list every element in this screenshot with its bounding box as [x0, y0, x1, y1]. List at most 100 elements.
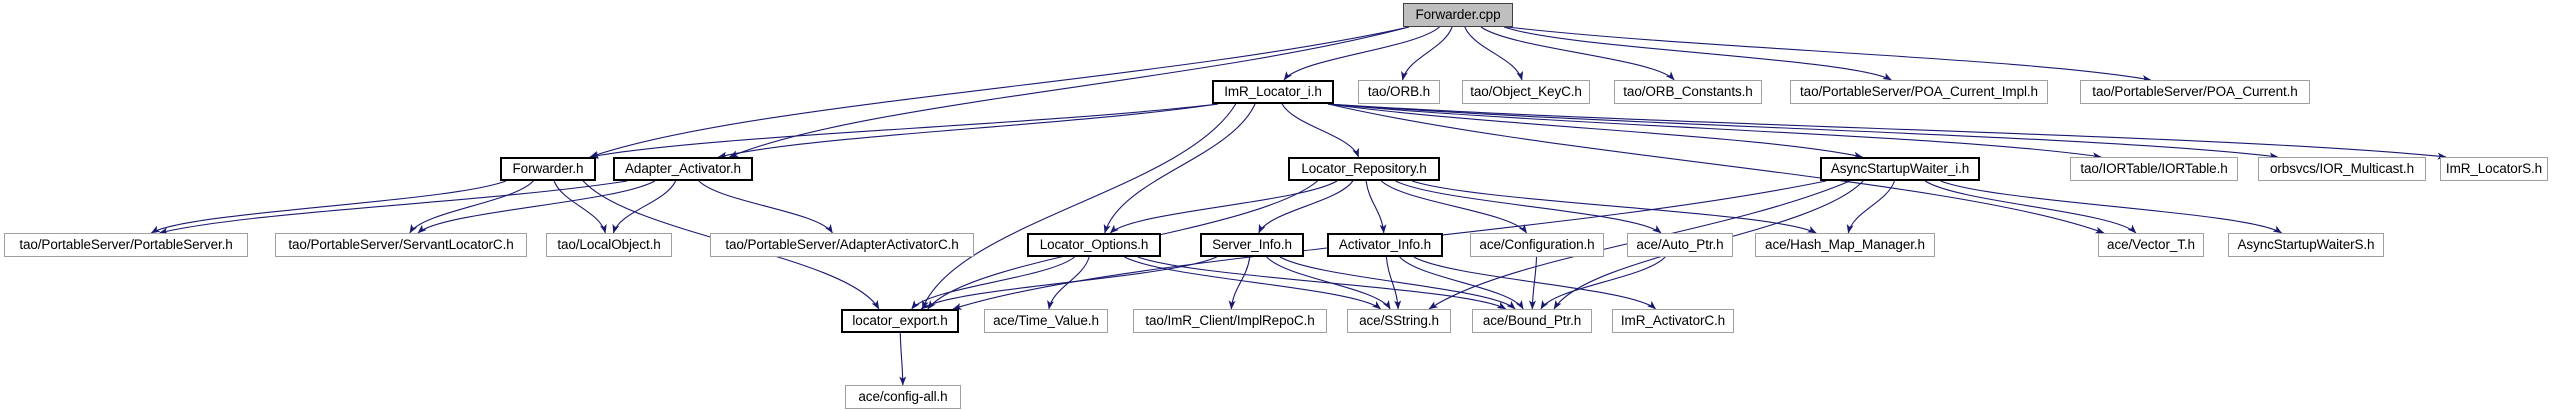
graph-node-ace_sstring_h[interactable]: ace/SString.h — [1347, 309, 1451, 333]
graph-edge-locator_repository_h-to-server_info_h — [1258, 180, 1354, 234]
graph-edge-locator_repository_h-to-activator_info_h — [1365, 180, 1387, 234]
graph-edge-server_info_h-to-ace_sstring_h — [1266, 256, 1391, 310]
graph-node-imr_locators_h[interactable]: ImR_LocatorS.h — [2440, 157, 2548, 181]
graph-node-tao_orb_h[interactable]: tao/ORB.h — [1358, 80, 1440, 104]
graph-node-label: Forwarder.h — [512, 161, 584, 177]
graph-node-ace_configuration_h[interactable]: ace/Configuration.h — [1470, 233, 1604, 257]
graph-edge-server_info_h-to-implrepoc_h — [1228, 256, 1251, 310]
graph-node-label: tao/PortableServer/POA_Current_Impl.h — [1800, 84, 2038, 100]
graph-edge-locator_options_h-to-ace_sstring_h — [1124, 256, 1382, 310]
graph-node-label: Server_Info.h — [1212, 237, 1292, 253]
graph-node-tao_orb_constants_h[interactable]: tao/ORB_Constants.h — [1614, 80, 1762, 104]
graph-edge-adapter_activator_h-to-ps_portableserver_h — [158, 180, 628, 235]
graph-node-poa_current_impl_h[interactable]: tao/PortableServer/POA_Current_Impl.h — [1790, 80, 2048, 104]
graph-node-label: AsyncStartupWaiterS.h — [2237, 237, 2375, 253]
graph-node-label: Locator_Options.h — [1039, 237, 1149, 253]
graph-node-label: tao/PortableServer/AdapterActivatorC.h — [725, 237, 959, 253]
graph-node-label: ace/Bound_Ptr.h — [1482, 313, 1582, 329]
graph-edge-locator_options_h-to-ace_time_value_h — [1047, 256, 1090, 310]
graph-node-label: AsyncStartupWaiter_i.h — [1830, 161, 1970, 177]
graph-edge-ace_configuration_h-to-ace_bound_ptr_h — [1528, 256, 1538, 310]
graph-edge-adapter_activator_h-to-ps_adapteractivatorc_h — [698, 180, 833, 234]
graph-node-tao_localobject_h[interactable]: tao/LocalObject.h — [546, 233, 672, 257]
graph-node-locator_export_h[interactable]: locator_export.h — [841, 309, 959, 333]
graph-edge-adapter_activator_h-to-ps_servantlocatorc_h — [417, 180, 656, 234]
graph-node-label: ace/Configuration.h — [1479, 237, 1595, 253]
graph-edge-forwarder_cpp-to-tao_orb_constants_h — [1480, 26, 1675, 81]
graph-node-label: tao/ORB.h — [1367, 84, 1431, 100]
graph-node-label: Forwarder.cpp — [1415, 7, 1501, 23]
graph-edge-forwarder_h-to-ps_portableserver_h — [150, 180, 507, 234]
graph-node-label: tao/LocalObject.h — [557, 237, 661, 253]
graph-node-label: ace/Vector_T.h — [2107, 237, 2195, 253]
graph-edge-forwarder_cpp-to-poa_current_impl_h — [1503, 26, 1892, 81]
graph-node-label: ace/Hash_Map_Manager.h — [1765, 237, 1925, 253]
graph-node-ace_time_value_h[interactable]: ace/Time_Value.h — [984, 309, 1108, 333]
graph-edge-imr_locator_i_h-to-imr_locators_h — [1327, 103, 2447, 160]
graph-node-label: Locator_Repository.h — [1301, 161, 1427, 177]
graph-node-activator_info_h[interactable]: Activator_Info.h — [1327, 233, 1443, 257]
graph-edge-forwarder_cpp-to-tao_orb_h — [1401, 26, 1453, 81]
graph-node-forwarder_h[interactable]: Forwarder.h — [500, 157, 596, 181]
graph-node-locator_repository_h[interactable]: Locator_Repository.h — [1288, 157, 1440, 181]
graph-node-implrepoc_h[interactable]: tao/ImR_Client/ImplRepoC.h — [1133, 309, 1327, 333]
graph-node-server_info_h[interactable]: Server_Info.h — [1200, 233, 1304, 257]
graph-edge-forwarder_h-to-ps_servantlocatorc_h — [409, 180, 534, 234]
graph-edge-ace_auto_ptr_h-to-ace_bound_ptr_h — [1540, 256, 1666, 310]
graph-edge-forwarder_cpp-to-imr_locator_i_h — [1283, 26, 1440, 81]
graph-node-label: locator_export.h — [852, 313, 948, 329]
graph-node-poa_current_h[interactable]: tao/PortableServer/POA_Current.h — [2080, 80, 2310, 104]
graph-node-label: ImR_ActivatorC.h — [1620, 313, 1726, 329]
graph-edge-server_info_h-to-locator_export_h — [920, 256, 1218, 310]
graph-node-locator_options_h[interactable]: Locator_Options.h — [1027, 233, 1161, 257]
graph-node-ps_adapteractivatorc_h[interactable]: tao/PortableServer/AdapterActivatorC.h — [710, 233, 974, 257]
graph-edge-forwarder_cpp-to-tao_object_keyc_h — [1464, 26, 1524, 81]
graph-edge-activator_info_h-to-ace_bound_ptr_h — [1399, 256, 1524, 310]
graph-edge-async_waiter_i_h-to-ace_vector_t_h — [1924, 180, 2137, 234]
graph-edge-imr_locator_i_h-to-ace_vector_t_h — [1327, 103, 2105, 234]
graph-edge-async_waiter_i_h-to-ace_hash_map_h — [1846, 180, 1896, 234]
graph-node-label: orbsvcs/IOR_Multicast.h — [2270, 161, 2414, 177]
graph-node-tao_object_keyc_h[interactable]: tao/Object_KeyC.h — [1462, 80, 1590, 104]
graph-node-label: tao/PortableServer/ServantLocatorC.h — [288, 237, 514, 253]
graph-node-label: tao/PortableServer/PortableServer.h — [19, 237, 233, 253]
graph-edge-imr_locator_i_h-to-tao_iortable_h — [1327, 103, 2102, 160]
graph-node-ace_vector_t_h[interactable]: ace/Vector_T.h — [2098, 233, 2204, 257]
graph-node-async_waiter_i_h[interactable]: AsyncStartupWaiter_i.h — [1820, 157, 1980, 181]
graph-node-ace_config_all_h[interactable]: ace/config-all.h — [845, 385, 961, 409]
graph-edge-async_waiter_i_h-to-ace_sstring_h — [1428, 180, 1851, 310]
graph-edge-locator_export_h-to-ace_config_all_h — [899, 332, 907, 386]
graph-node-ace_bound_ptr_h[interactable]: ace/Bound_Ptr.h — [1472, 309, 1592, 333]
graph-edge-activator_info_h-to-imr_activatorc_h — [1413, 256, 1657, 310]
graph-node-label: Activator_Info.h — [1338, 237, 1432, 253]
graph-edge-async_waiter_i_h-to-async_waiters_h — [1940, 180, 2283, 234]
graph-edge-imr_locator_i_h-to-forwarder_h — [589, 103, 1219, 159]
graph-edge-locator_repository_h-to-ace_configuration_h — [1380, 180, 1528, 234]
graph-node-imr_activatorc_h[interactable]: ImR_ActivatorC.h — [1612, 309, 1734, 333]
graph-node-ps_servantlocatorc_h[interactable]: tao/PortableServer/ServantLocatorC.h — [275, 233, 527, 257]
graph-edge-imr_locator_i_h-to-locator_options_h — [1103, 103, 1256, 234]
graph-node-label: ImR_LocatorS.h — [2445, 161, 2543, 177]
graph-node-label: Adapter_Activator.h — [625, 161, 741, 177]
graph-node-ior_multicast_h[interactable]: orbsvcs/IOR_Multicast.h — [2258, 157, 2426, 181]
graph-edge-locator_repository_h-to-ace_hash_map_h — [1411, 180, 1817, 234]
graph-node-imr_locator_i_h[interactable]: ImR_Locator_i.h — [1212, 80, 1334, 104]
graph-node-label: tao/ORB_Constants.h — [1623, 84, 1753, 100]
graph-edge-imr_locator_i_h-to-locator_export_h — [921, 103, 1237, 310]
graph-node-label: tao/IORTable/IORTable.h — [2080, 161, 2228, 177]
graph-edge-locator_repository_h-to-locator_options_h — [1109, 180, 1338, 234]
graph-node-label: tao/Object_KeyC.h — [1470, 84, 1582, 100]
graph-node-ps_portableserver_h[interactable]: tao/PortableServer/PortableServer.h — [4, 233, 248, 257]
graph-node-forwarder_cpp: Forwarder.cpp — [1403, 3, 1513, 27]
graph-node-adapter_activator_h[interactable]: Adapter_Activator.h — [613, 157, 753, 181]
graph-node-ace_auto_ptr_h[interactable]: ace/Auto_Ptr.h — [1627, 233, 1733, 257]
graph-node-tao_iortable_h[interactable]: tao/IORTable/IORTable.h — [2070, 157, 2238, 181]
graph-node-label: ace/Auto_Ptr.h — [1636, 237, 1724, 253]
graph-node-label: tao/PortableServer/POA_Current.h — [2092, 84, 2298, 100]
graph-node-async_waiters_h[interactable]: AsyncStartupWaiterS.h — [2228, 233, 2384, 257]
graph-node-label: ImR_Locator_i.h — [1224, 84, 1322, 100]
graph-edge-imr_locator_i_h-to-adapter_activator_h — [717, 103, 1219, 159]
graph-edge-forwarder_cpp-to-forwarder_h — [589, 26, 1410, 158]
graph-node-ace_hash_map_h[interactable]: ace/Hash_Map_Manager.h — [1755, 233, 1935, 257]
